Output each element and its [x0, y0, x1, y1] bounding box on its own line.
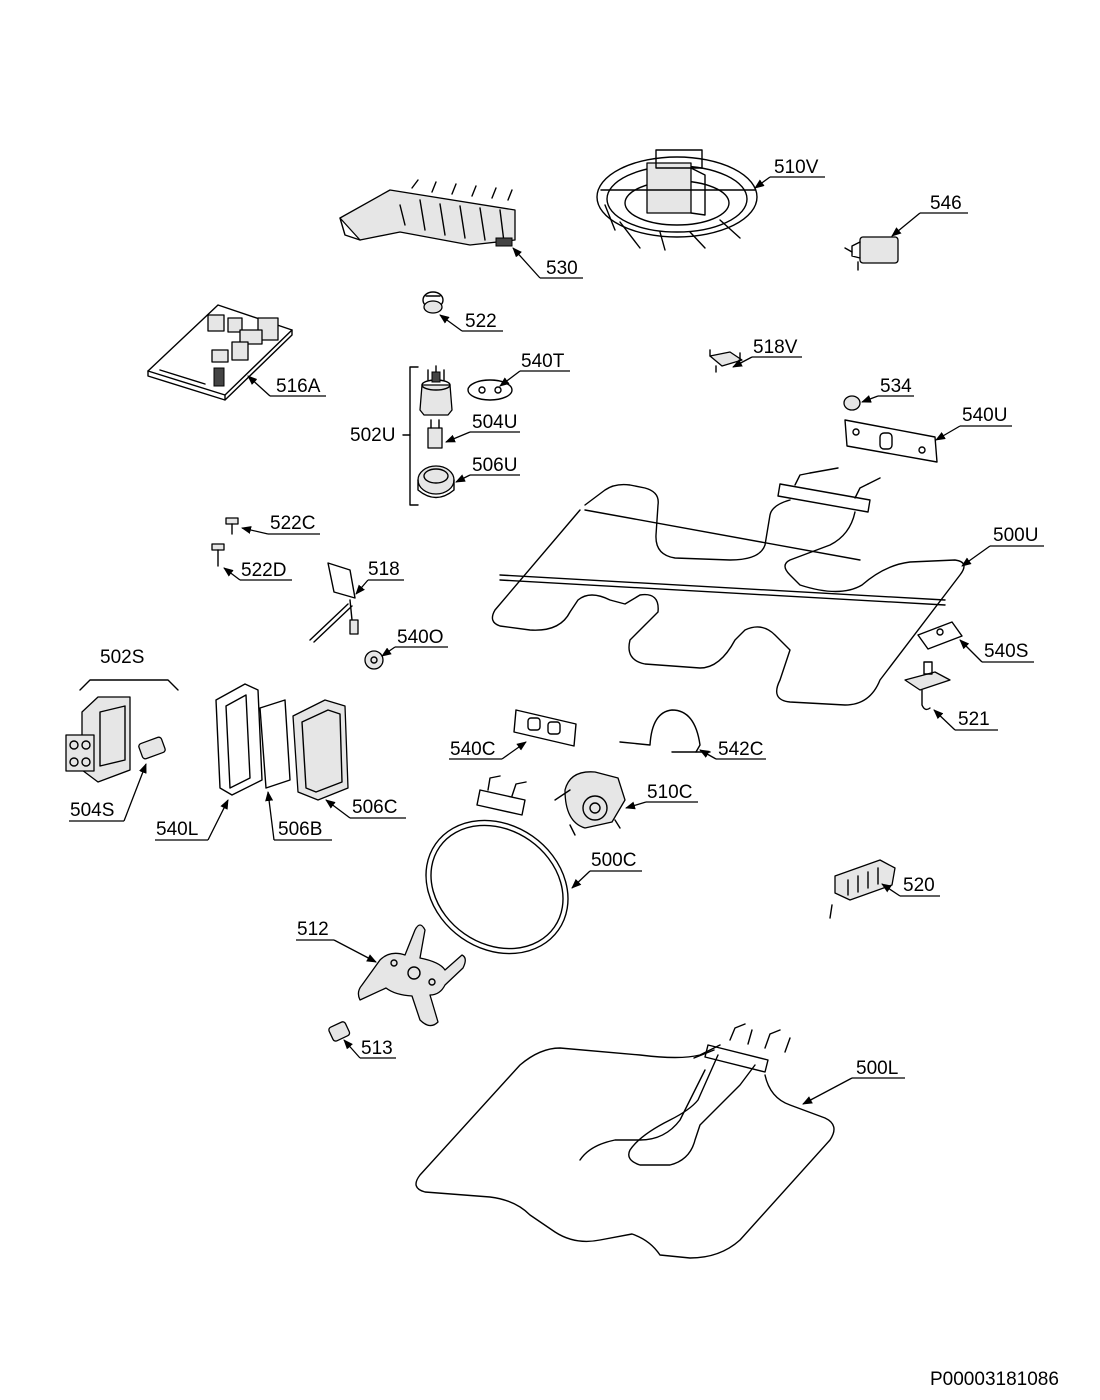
label-500C: 500C: [591, 850, 636, 871]
label-540T: 540T: [521, 351, 565, 372]
label-516A: 516A: [276, 376, 321, 397]
heating-element-500U: [491, 467, 965, 706]
gasket-540S: [917, 621, 963, 650]
bracket-502U: [402, 366, 419, 506]
label-540S: 540S: [984, 641, 1028, 662]
label-522C: 522C: [270, 513, 315, 534]
clip-522: [422, 291, 444, 314]
label-506C: 506C: [352, 797, 397, 818]
screw-522D: [211, 543, 225, 567]
label-534: 534: [880, 376, 912, 397]
label-522: 522: [465, 311, 497, 332]
label-520: 520: [903, 875, 935, 896]
control-board-516A: [147, 304, 293, 401]
sensor-518: [309, 562, 359, 643]
cover-frame-506C: [292, 699, 349, 801]
screw-522C: [225, 517, 239, 535]
label-546: 546: [930, 193, 962, 214]
heating-element-500L: [415, 1023, 835, 1259]
bracket-521: [904, 661, 951, 711]
switch-520: [829, 859, 896, 919]
label-540U: 540U: [962, 405, 1007, 426]
socket-504S: [138, 736, 166, 760]
wire-clip-542C: [619, 709, 711, 753]
label-500U: 500U: [993, 525, 1038, 546]
fan-motor-510V: [596, 149, 758, 251]
socket-504U: [427, 419, 443, 449]
heating-element-500C: [425, 775, 569, 955]
grommet-540O: [364, 650, 384, 670]
label-540O: 540O: [397, 627, 443, 648]
label-502S: 502S: [100, 647, 144, 668]
glass-506B: [259, 699, 291, 789]
label-530: 530: [546, 258, 578, 279]
gasket-540U: [844, 419, 938, 463]
label-512: 512: [297, 919, 329, 940]
cap-534: [843, 395, 861, 411]
side-lamp-housing: [65, 696, 131, 783]
label-522D: 522D: [241, 560, 286, 581]
terminal-block-530: [339, 179, 516, 247]
label-518: 518: [368, 559, 400, 580]
label-506B: 506B: [278, 819, 322, 840]
document-id: P00003181086: [930, 1369, 1059, 1390]
gasket-540C: [513, 709, 577, 747]
label-510V: 510V: [774, 157, 819, 178]
label-510C: 510C: [647, 782, 692, 803]
label-521: 521: [958, 709, 990, 730]
thermostat-518V: [709, 349, 743, 373]
lamp-housing: [419, 365, 453, 416]
label-500L: 500L: [856, 1058, 898, 1079]
label-506U: 506U: [472, 455, 517, 476]
nut-513: [328, 1021, 351, 1042]
gasket-540T: [467, 379, 513, 401]
bracket-502S: [79, 679, 179, 691]
fan-motor-510C: [554, 771, 626, 836]
lamp-546: [844, 236, 899, 271]
label-513: 513: [361, 1038, 393, 1059]
label-542C: 542C: [718, 739, 763, 760]
label-502U: 502U: [350, 425, 395, 446]
fan-blade-512: [357, 924, 466, 1027]
lamp-cover-506U: [417, 465, 455, 499]
gasket-540L: [215, 683, 263, 796]
label-540C: 540C: [450, 739, 495, 760]
label-540L: 540L: [156, 819, 198, 840]
label-504U: 504U: [472, 412, 517, 433]
label-504S: 504S: [70, 800, 114, 821]
label-518V: 518V: [753, 337, 798, 358]
